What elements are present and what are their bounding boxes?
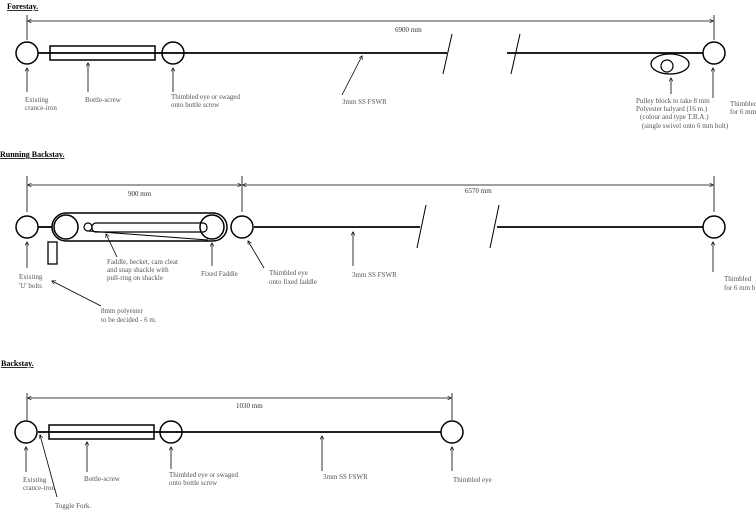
backstay-bottle-screw-label: Bottle-screw <box>84 475 121 483</box>
backstay-existing-eye <box>14 420 38 444</box>
forestay-dimension: 6900 mm <box>395 26 422 34</box>
forestay-wire-label: 3mm SS FSWR <box>342 98 387 106</box>
running-backstay-faddle-label: Faddle, becket, cam cleat and snap shack… <box>107 258 180 282</box>
running-backstay-right-label: Thimbled for 6 mm b <box>724 275 756 292</box>
running-backstay-existing-eye <box>15 215 39 239</box>
running-backstay-dimension-line <box>26 176 715 212</box>
forestay-bottle-screw <box>49 45 156 61</box>
running-backstay-section: Running Backstay. 900 mm 6570 mm <box>0 150 756 324</box>
running-backstay-faddle-sheave-left <box>53 214 79 240</box>
backstay-end-eye-label: Thimbled eye <box>453 476 492 484</box>
forestay-right-label: Thimbled for 6 mm <box>730 100 756 116</box>
backstay-dimension: 1030 mm <box>236 402 263 410</box>
backstay-dimension-line <box>26 393 453 420</box>
backstay-wire-label: 3mm SS FSWR <box>323 473 368 481</box>
running-backstay-pull-line <box>87 230 209 241</box>
forestay-thimbled-eye-label: Thimbled eye or swaged onto bottle screw <box>171 93 242 109</box>
running-backstay-break-mark <box>416 204 427 249</box>
backstay-heading: Backstay. <box>1 359 34 368</box>
forestay-dimension-line <box>26 15 715 40</box>
forestay-existing-label: Existing crance-iron <box>25 96 57 112</box>
forestay-break-mark <box>442 33 453 75</box>
backstay-thimbled-eye-label: Thimbled eye or swaged onto bottle screw <box>169 471 240 487</box>
backstay-end-eye <box>440 420 464 444</box>
backstay-pointer <box>40 435 58 498</box>
forestay-pointer <box>341 56 362 96</box>
forestay-section: Forestay. 6900 mm Existing crance-iron B… <box>7 2 756 130</box>
running-backstay-snap-shackle <box>91 222 208 233</box>
running-backstay-becket <box>83 222 93 232</box>
running-backstay-thimbled-eye <box>230 215 254 239</box>
running-backstay-polyester-label: 8mm polyester to be decided - 6 m. <box>101 307 157 324</box>
backstay-bottle-screw <box>48 424 155 440</box>
backstay-toggle-label: Toggle Fork. <box>55 502 91 510</box>
running-backstay-pointer <box>52 281 102 307</box>
running-backstay-dimension-right: 6570 mm <box>465 187 492 195</box>
running-backstay-thimbled-eye-label: Thimbled eye onto fixed faddle <box>269 269 317 286</box>
running-backstay-fixed-faddle-label: Fixed Faddle <box>201 270 238 278</box>
forestay-end-eye <box>702 41 726 65</box>
backstay-existing-label: Existing crance-iron <box>23 476 55 492</box>
forestay-thimbled-eye <box>161 41 185 65</box>
running-backstay-faddle-loop <box>51 212 228 242</box>
forestay-break-mark <box>510 33 521 75</box>
running-backstay-wire-label: 3mm SS FSWR <box>352 271 397 279</box>
running-backstay-dimension-left: 900 mm <box>128 190 152 198</box>
running-backstay-end-eye <box>702 215 726 239</box>
running-backstay-heading: Running Backstay. <box>0 150 64 159</box>
forestay-bottle-screw-label: Bottle-screw <box>85 96 122 104</box>
running-backstay-pointer <box>106 234 118 258</box>
running-backstay-break-mark <box>489 204 500 249</box>
forestay-heading: Forestay. <box>7 2 38 11</box>
backstay-section: Backstay. 1030 mm Existing crance-iron T… <box>1 359 492 510</box>
backstay-thimbled-eye <box>159 420 183 444</box>
running-backstay-pointer <box>248 241 265 269</box>
forestay-pulley-block <box>650 53 690 75</box>
forestay-pulley-sheave <box>660 59 674 73</box>
running-backstay-existing-label: Existing 'U' bolts <box>19 273 44 290</box>
forestay-pulley-label: Pulley block to take 8 mm Polyester haly… <box>636 97 729 130</box>
running-backstay-cam-cleat <box>47 241 58 265</box>
forestay-existing-eye <box>15 41 39 65</box>
running-backstay-fixed-faddle <box>199 214 225 240</box>
